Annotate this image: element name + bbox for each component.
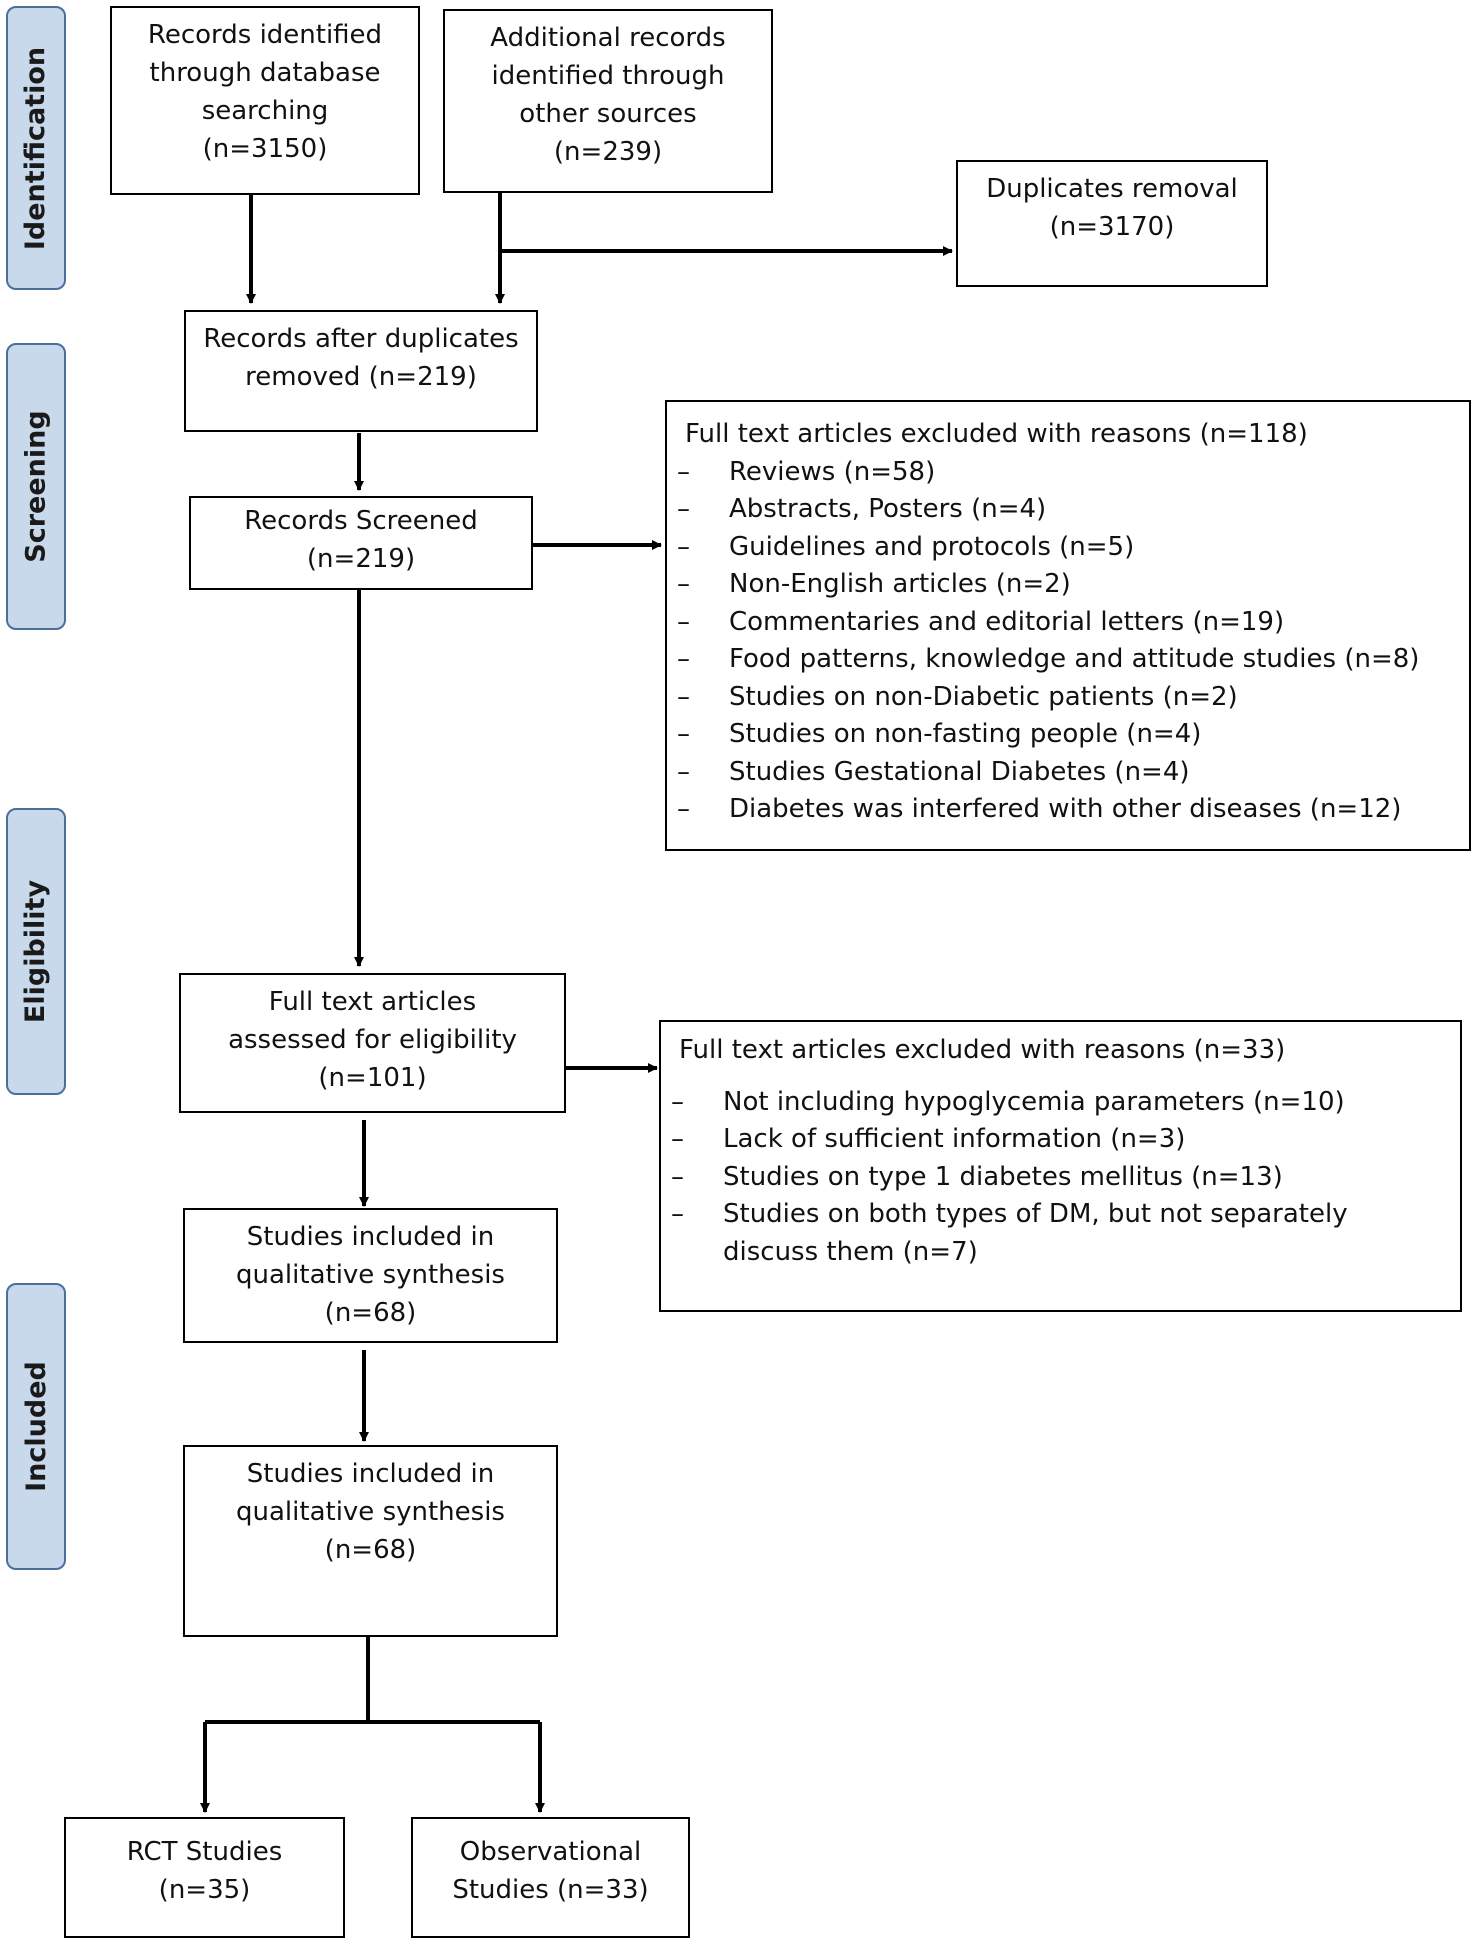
box-qualitative-synthesis-final: Studies included in qualitative synthesi…	[183, 1445, 558, 1637]
list-item: Diabetes was interfered with other disea…	[677, 791, 1469, 829]
list-item: Abstracts, Posters (n=4)	[677, 491, 1469, 529]
exclusions-eligibility-list: Not including hypoglycemia parameters (n…	[671, 1084, 1460, 1272]
stage-screening: Screening	[6, 343, 66, 630]
box-qualitative-synthesis: Studies included in qualitative synthesi…	[183, 1208, 558, 1343]
box-database-records: Records identified through database sear…	[110, 6, 420, 195]
list-item: Food patterns, knowledge and attitude st…	[677, 641, 1469, 679]
box-records-after-duplicates: Records after duplicates removed (n=219)	[184, 310, 538, 432]
exclusions-eligibility-heading: Full text articles excluded with reasons…	[679, 1035, 1286, 1065]
list-item: Not including hypoglycemia parameters (n…	[671, 1084, 1460, 1122]
list-item: Non-English articles (n=2)	[677, 566, 1469, 604]
box-rct-studies: RCT Studies (n=35)	[64, 1817, 345, 1938]
list-item: Studies on type 1 diabetes mellitus (n=1…	[671, 1159, 1460, 1197]
box-observational-studies: Observational Studies (n=33)	[411, 1817, 690, 1938]
list-item: Guidelines and protocols (n=5)	[677, 529, 1469, 567]
exclusions-screening-heading: Full text articles excluded with reasons…	[685, 419, 1308, 449]
list-item: Studies on non-fasting people (n=4)	[677, 716, 1469, 754]
box-records-screened: Records Screened (n=219)	[189, 496, 533, 590]
list-item: Commentaries and editorial letters (n=19…	[677, 604, 1469, 642]
box-other-sources: Additional records identified through ot…	[443, 9, 773, 193]
box-exclusions-eligibility: Full text articles excluded with reasons…	[659, 1020, 1462, 1312]
stage-identification: Identification	[6, 6, 66, 290]
list-item: Studies Gestational Diabetes (n=4)	[677, 754, 1469, 792]
box-full-text-assessed: Full text articles assessed for eligibil…	[179, 973, 566, 1113]
list-item: Reviews (n=58)	[677, 454, 1469, 492]
stage-included: Included	[6, 1283, 66, 1570]
stage-eligibility: Eligibility	[6, 808, 66, 1095]
box-duplicates-removal: Duplicates removal (n=3170)	[956, 160, 1268, 287]
exclusions-screening-list: Reviews (n=58) Abstracts, Posters (n=4) …	[677, 454, 1469, 829]
list-item: Studies on both types of DM, but not sep…	[671, 1196, 1403, 1271]
list-item: Studies on non-Diabetic patients (n=2)	[677, 679, 1469, 717]
box-exclusions-screening: Full text articles excluded with reasons…	[665, 400, 1471, 851]
list-item: Lack of sufficient information (n=3)	[671, 1121, 1460, 1159]
